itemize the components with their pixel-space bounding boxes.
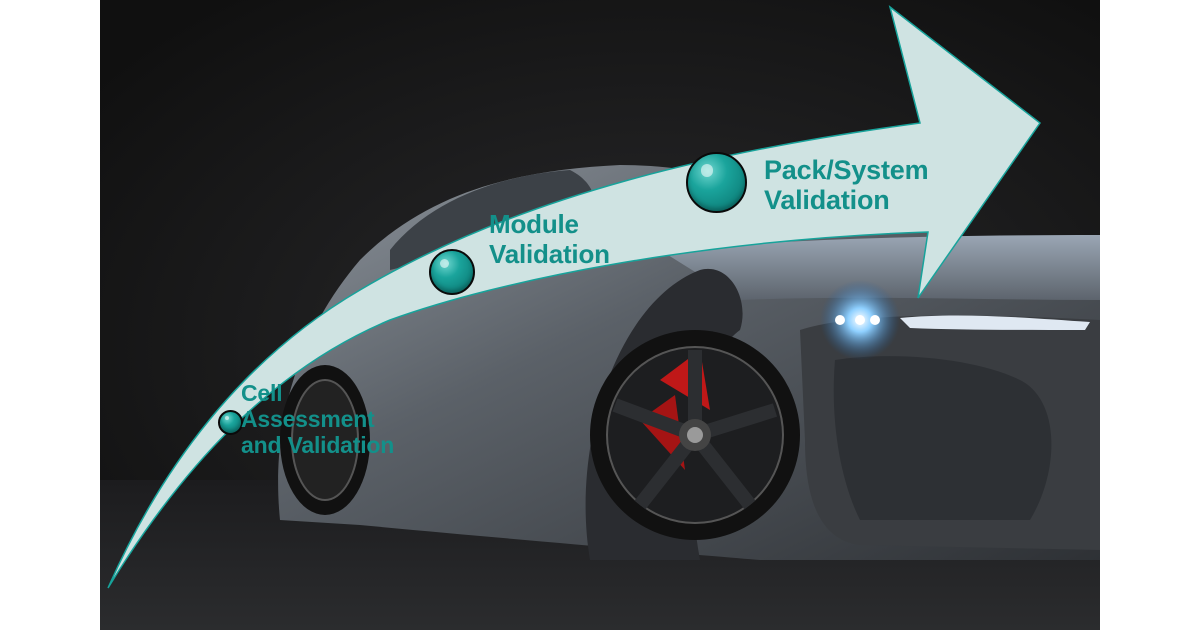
stage-dot-cell [218, 410, 243, 435]
stage-label-cell: Cell Assessment and Validation [241, 380, 394, 458]
stage-label-module-line2: Validation [489, 239, 610, 269]
stage-dot-pack [686, 152, 747, 213]
stage-label-module: Module Validation [489, 209, 610, 269]
stage-label-cell-line2: Assessment [241, 406, 375, 432]
stage-dot-module [429, 249, 475, 295]
stage-label-pack-line1: Pack/System [764, 155, 929, 185]
diagram-image: Cell Assessment and Validation Module Va… [100, 0, 1100, 630]
stage-label-pack-line2: Validation [764, 185, 890, 215]
stage-label-pack: Pack/System Validation [764, 155, 929, 215]
stage-label-cell-line1: Cell [241, 380, 283, 406]
progression-arrow [107, 5, 1042, 589]
stage-label-cell-line3: and Validation [241, 432, 395, 458]
car-background-illustration [100, 0, 1100, 630]
stage-label-module-line1: Module [489, 209, 579, 239]
